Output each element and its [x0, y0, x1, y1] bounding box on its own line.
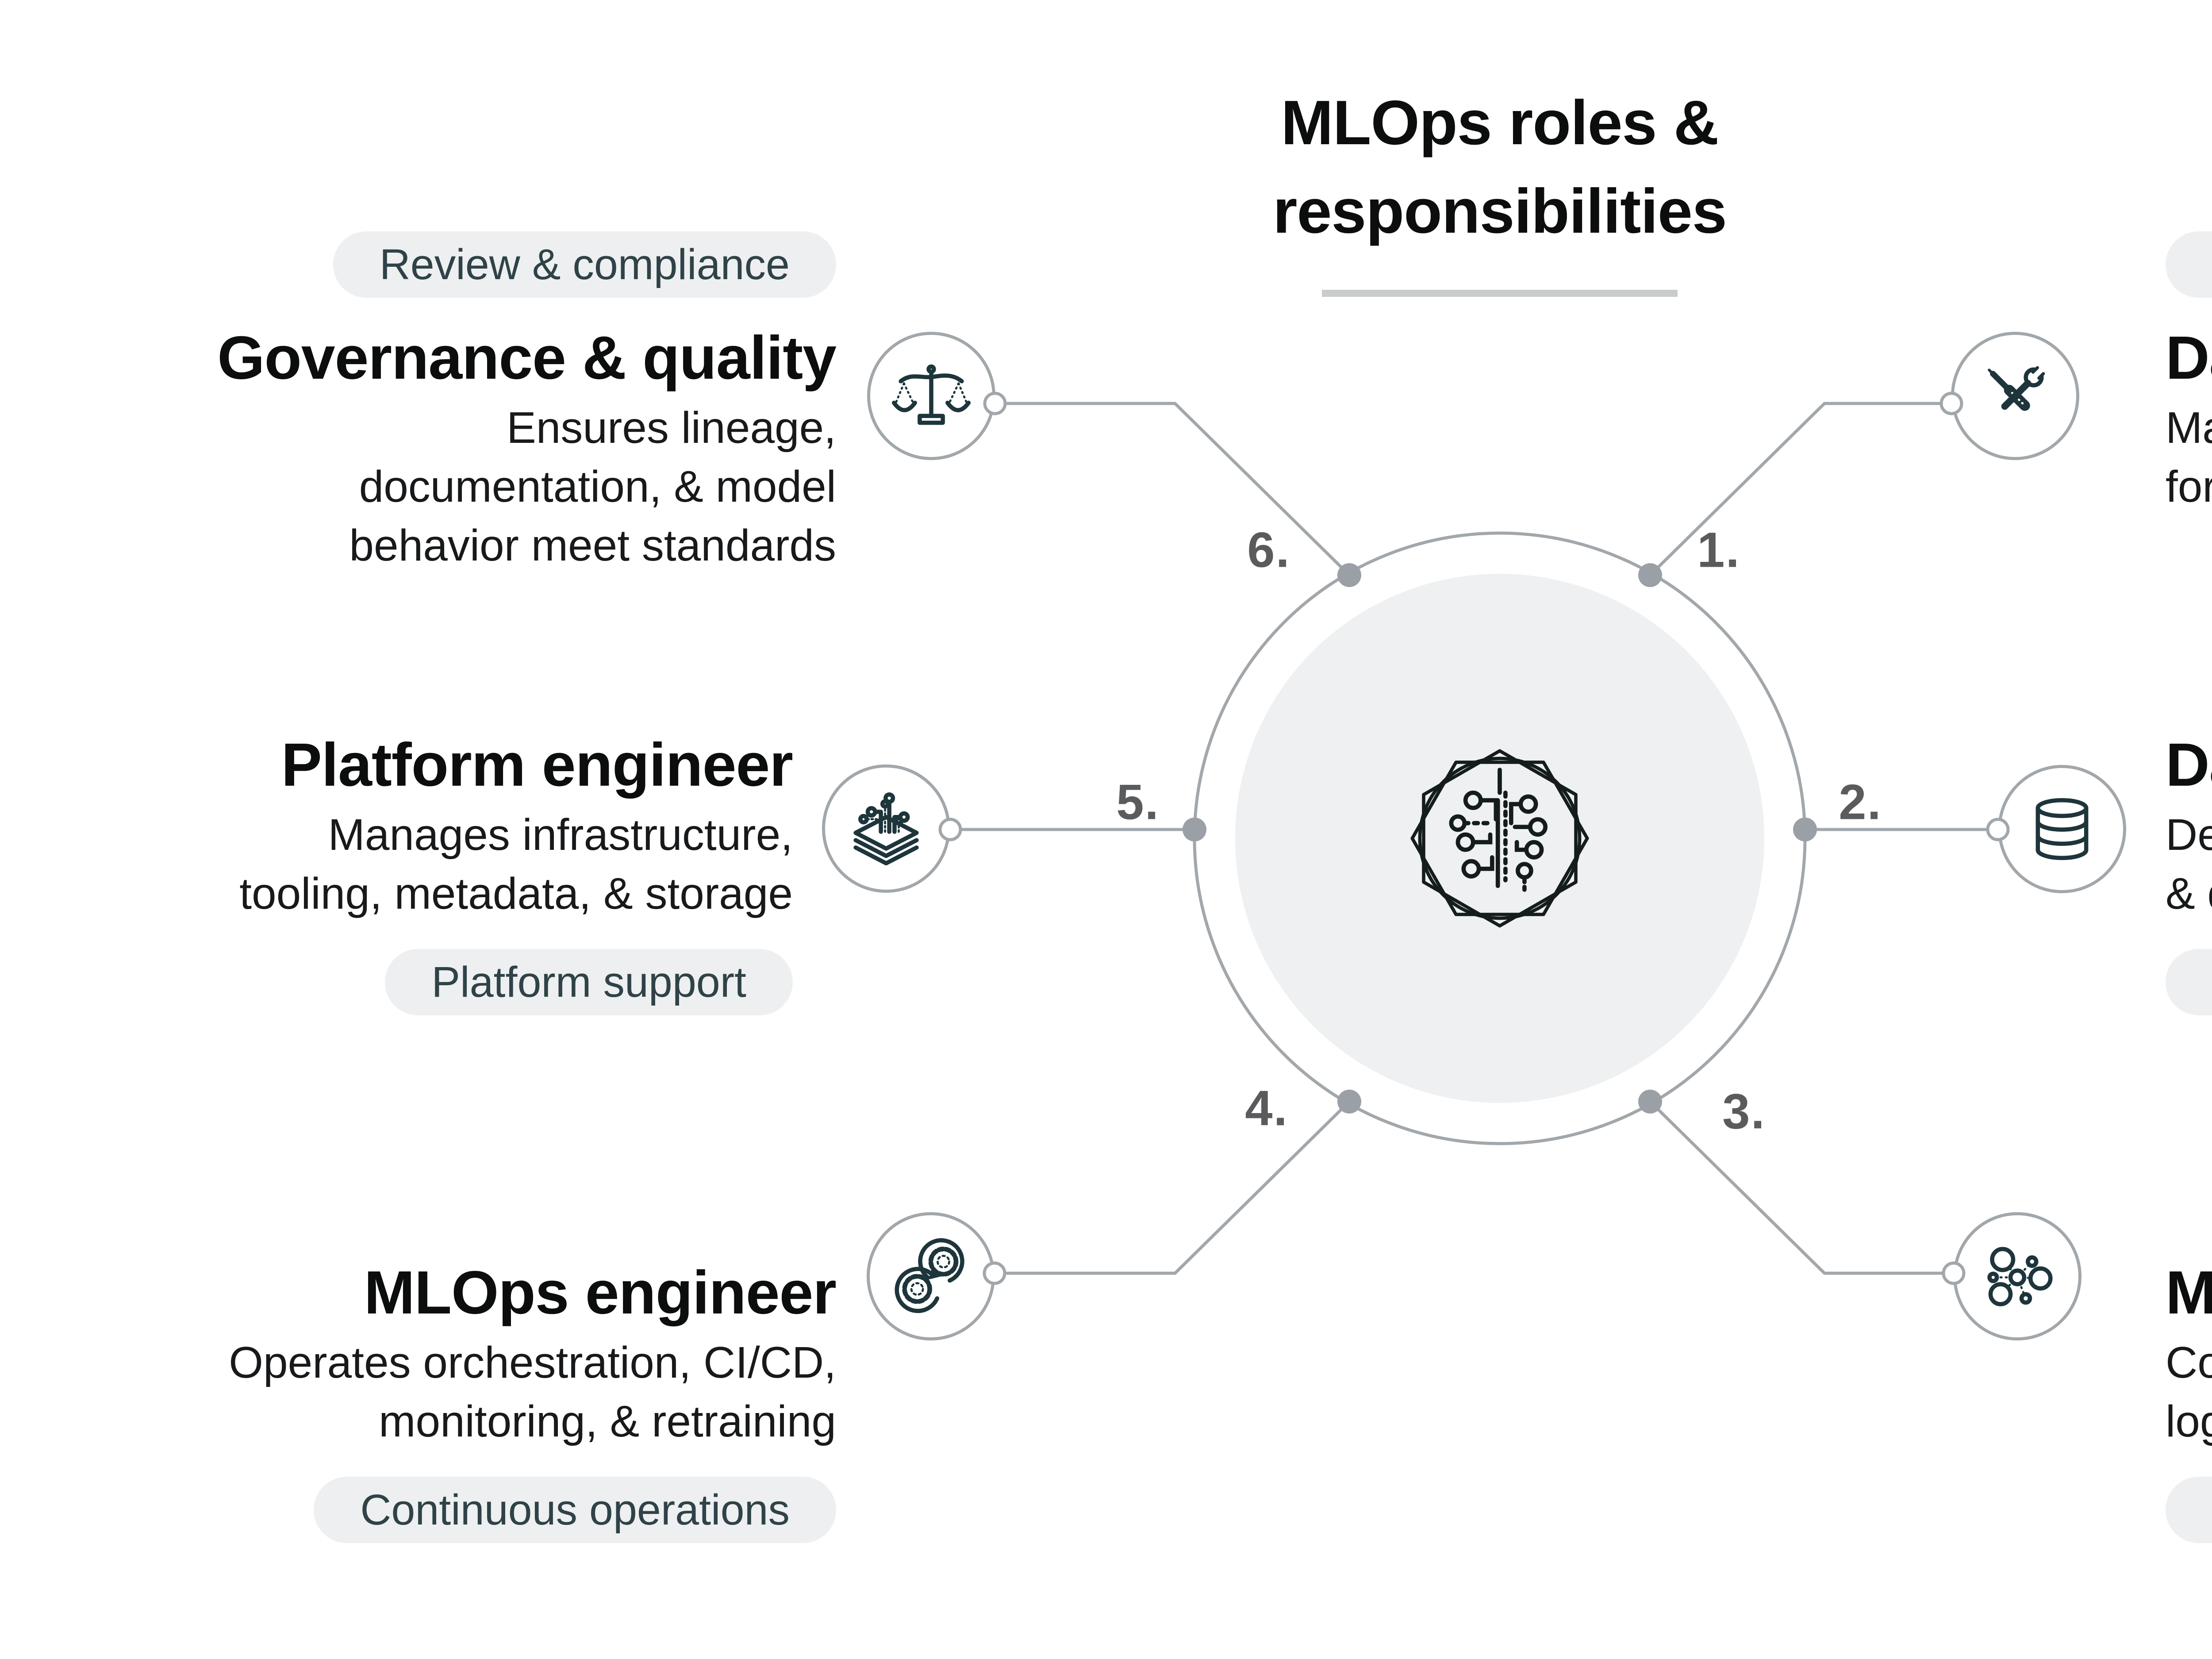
- ml-engineer-icon-circle: [1953, 1212, 2081, 1340]
- step-number-1: 1.: [1697, 522, 1740, 578]
- role-block-governance: Review & compliance Governance & quality…: [0, 231, 837, 575]
- step-number-6: 6.: [1247, 522, 1290, 578]
- network-nodes-icon: [1987, 1247, 2053, 1306]
- title-underline: [1322, 290, 1678, 297]
- connector-1: [1649, 402, 1951, 576]
- page-title-line1: MLOps roles &: [1281, 88, 1719, 158]
- step-number-5: 5.: [1116, 774, 1160, 830]
- role-name: Data scientist: [2166, 731, 2212, 799]
- connector-6: [995, 402, 1351, 576]
- role-tag-pill: Data ingestion & preparation: [2166, 231, 2212, 298]
- layers-circuit-icon: [853, 792, 919, 866]
- step-number-2: 2.: [1839, 774, 1882, 830]
- ring-node-1: [1638, 563, 1662, 587]
- ring-node-3: [1638, 1090, 1662, 1114]
- role-tag-pill: Continuous operations: [314, 1477, 836, 1543]
- role-name: Governance & quality: [217, 324, 837, 392]
- role-description: Develops candidate models & defines mode…: [2166, 810, 2212, 918]
- circuit-brain-icon: [1410, 749, 1589, 928]
- role-description: Manages infrastructure, tooling, metadat…: [239, 810, 793, 918]
- role-block-platform-engineer: Platform engineer Manages infrastructure…: [0, 732, 793, 1015]
- data-engineer-icon-circle: [1951, 332, 2079, 460]
- mlops-engineer-icon-circle: [867, 1212, 995, 1340]
- role-description: Ensures lineage, documentation, & model …: [349, 403, 836, 570]
- ring-node-6: [1337, 563, 1361, 587]
- platform-engineer-icon-circle: [822, 764, 950, 893]
- ring-node-2: [1793, 818, 1817, 841]
- ring-node-5: [1183, 818, 1206, 841]
- role-description: Connects models to serving logic & real-…: [2166, 1338, 2212, 1446]
- role-name: Data engineer: [2166, 324, 2212, 392]
- connector-3: [1649, 1100, 1954, 1275]
- role-tag-pill: Experimentation: [2166, 949, 2212, 1015]
- step-number-3: 3.: [1722, 1083, 1766, 1139]
- role-block-data-scientist: Data scientist Develops candidate models…: [2166, 732, 2212, 1015]
- data-scientist-icon-circle: [1998, 765, 2126, 893]
- role-description: Manages data flow & stability for traini…: [2166, 403, 2212, 511]
- role-name: Platform engineer: [281, 731, 793, 799]
- balance-scales-icon: [891, 364, 971, 425]
- role-tag-pill: Deployment prep: [2166, 1477, 2212, 1543]
- ring-node-4: [1337, 1090, 1361, 1114]
- role-name: MLOps engineer: [364, 1259, 837, 1327]
- governance-icon-circle: [867, 332, 995, 460]
- role-name: ML engineer: [2166, 1259, 2212, 1327]
- role-block-mlops-engineer: MLOps engineer Operates orchestration, C…: [0, 1259, 837, 1543]
- page-title: MLOps roles & responsibilities: [792, 79, 2208, 256]
- crossed-tools-icon: [1988, 365, 2047, 411]
- connector-4: [995, 1100, 1351, 1275]
- role-block-data-engineer: Data ingestion & preparation Data engine…: [2166, 231, 2212, 516]
- role-tag-pill: Review & compliance: [333, 231, 836, 298]
- role-block-ml-engineer: ML engineer Connects models to serving l…: [2166, 1260, 2212, 1543]
- role-description: Operates orchestration, CI/CD, monitorin…: [229, 1338, 836, 1446]
- page-title-line2: responsibilities: [1273, 176, 1727, 246]
- database-icon: [2035, 798, 2089, 860]
- role-tag-pill: Platform support: [385, 949, 793, 1015]
- gears-cycle-icon: [895, 1238, 964, 1313]
- step-number-4: 4.: [1245, 1080, 1288, 1136]
